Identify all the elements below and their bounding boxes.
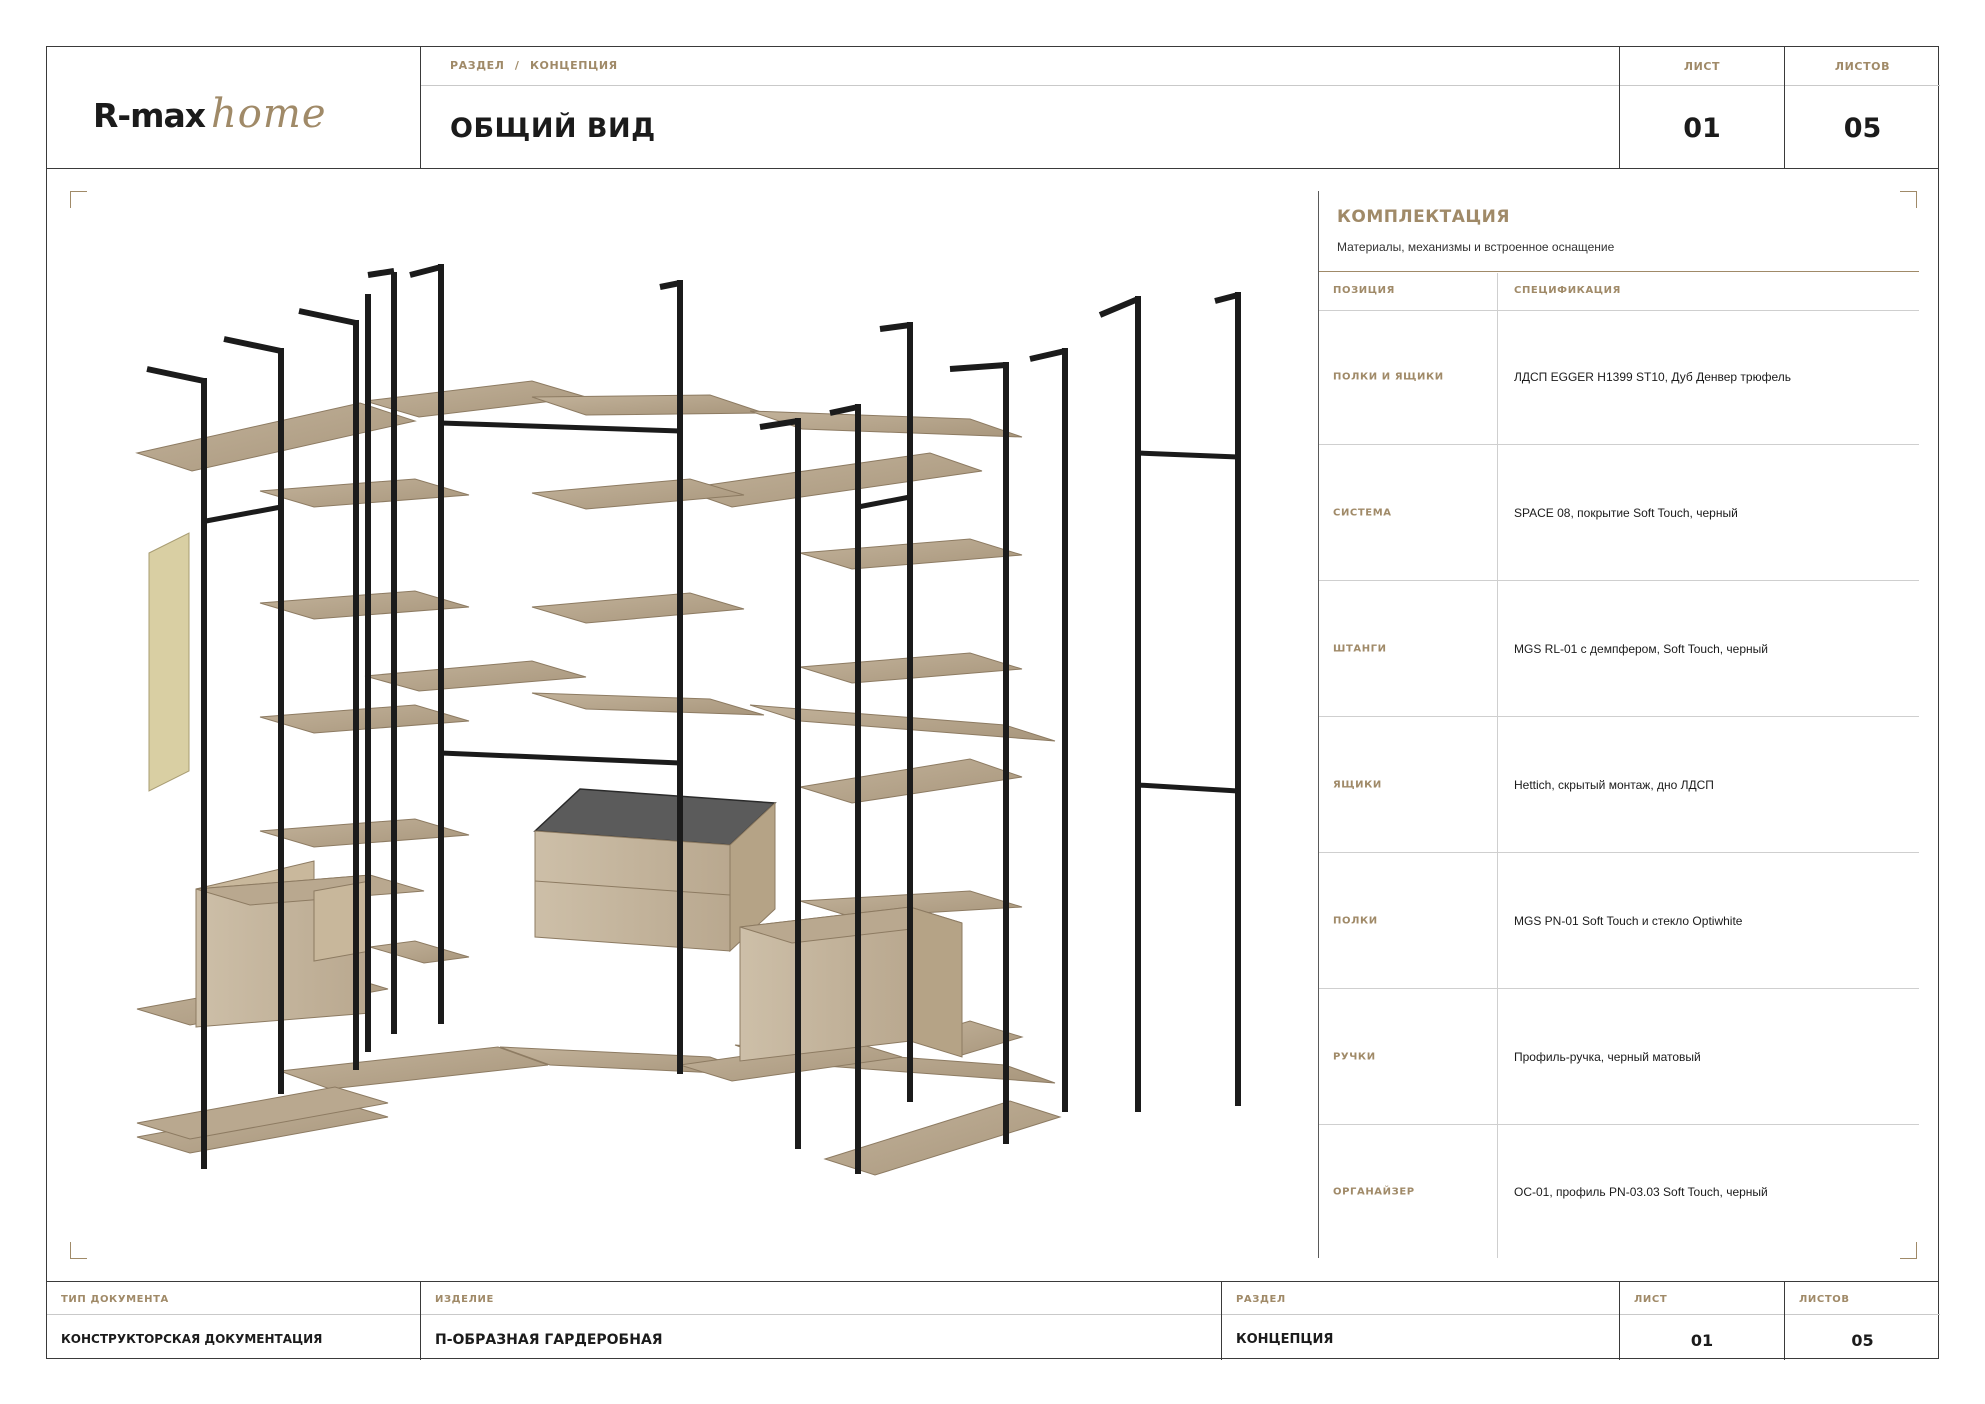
- metal-posts: [201, 264, 1241, 1174]
- footer-product: ИЗДЕЛИЕ П-ОБРАЗНАЯ ГАРДЕРОБНАЯ: [420, 1282, 1221, 1360]
- footer-doc-type: ТИП ДОКУМЕНТА КОНСТРУКТОРСКАЯ ДОКУМЕНТАЦ…: [47, 1282, 420, 1360]
- spec-subtitle: Материалы, механизмы и встроенное оснаще…: [1337, 240, 1615, 254]
- sheets-cell: ЛИСТОВ 05: [1784, 47, 1940, 168]
- floor-shelves: [136, 1044, 1062, 1176]
- logo-script-text: home: [211, 91, 327, 137]
- spec-row-value: SPACE 08, покрытие Soft Touch, черный: [1514, 505, 1738, 520]
- footer-sheet-label: ЛИСТ: [1634, 1294, 1668, 1305]
- spec-row: ШТАНГИ MGS RL-01 с демпфером, Soft Touch…: [1319, 581, 1919, 717]
- top-shelves: [135, 380, 1023, 508]
- spec-row: ПОЛКИ MGS PN-01 Soft Touch и стекло Opti…: [1319, 853, 1919, 989]
- spec-row: ПОЛКИ И ЯЩИКИ ЛДСП EGGER H1399 ST10, Дуб…: [1319, 309, 1919, 445]
- spec-panel: КОМПЛЕКТАЦИЯ Материалы, механизмы и встр…: [1318, 191, 1919, 1258]
- footer-sheet-number: 01: [1690, 1331, 1714, 1350]
- sheet-cell: ЛИСТ 01: [1619, 47, 1784, 168]
- title-block-header: R-max home РАЗДЕЛ / КОНЦЕПЦИЯ ОБЩИЙ ВИД …: [47, 47, 1940, 169]
- breadcrumb-separator: /: [514, 59, 520, 72]
- section-value: КОНЦЕПЦИЯ: [1236, 1332, 1334, 1347]
- spec-col-position: ПОЗИЦИЯ: [1333, 285, 1395, 296]
- corner-mark-top-left: [70, 191, 87, 208]
- spec-row-value: Hettich, скрытый монтаж, дно ЛДСП: [1514, 777, 1714, 792]
- spec-row-value: ЛДСП EGGER H1399 ST10, Дуб Денвер трюфел…: [1514, 369, 1792, 384]
- spec-row: РУЧКИ Профиль-ручка, черный матовый: [1319, 989, 1919, 1125]
- breadcrumb-page: КОНЦЕПЦИЯ: [529, 59, 618, 72]
- spec-row-position: ОРГАНАЙЗЕР: [1333, 1186, 1415, 1197]
- centre-drawer-unit: [533, 788, 777, 953]
- footer-sheets-label: ЛИСТОВ: [1799, 1294, 1850, 1305]
- sheets-total: 05: [1843, 113, 1882, 144]
- spec-row-value: Профиль-ручка, черный матовый: [1514, 1049, 1701, 1064]
- product-value: П-ОБРАЗНАЯ ГАРДЕРОБНАЯ: [435, 1332, 663, 1348]
- doc-type-label: ТИП ДОКУМЕНТА: [61, 1294, 169, 1305]
- corner-mark-bottom-left: [70, 1242, 87, 1259]
- logo-main-text: R-max: [93, 96, 206, 135]
- footer-sheets-total: 05: [1851, 1331, 1874, 1350]
- spec-row-position: ЯЩИКИ: [1333, 779, 1382, 790]
- footer-sheets: ЛИСТОВ 05: [1784, 1282, 1940, 1360]
- spec-row: ОРГАНАЙЗЕР OC-01, профиль PN-03.03 Soft …: [1319, 1125, 1919, 1258]
- corner-mark-bottom-right: [1900, 1242, 1917, 1259]
- top-brackets: [146, 264, 1239, 430]
- sheet-number: 01: [1683, 113, 1721, 144]
- drawing-frame: R-max home РАЗДЕЛ / КОНЦЕПЦИЯ ОБЩИЙ ВИД …: [46, 46, 1940, 1360]
- spec-row-position: ШТАНГИ: [1333, 643, 1387, 654]
- page-title: ОБЩИЙ ВИД: [450, 113, 656, 144]
- sheets-label: ЛИСТОВ: [1834, 60, 1891, 73]
- title-cell: РАЗДЕЛ / КОНЦЕПЦИЯ ОБЩИЙ ВИД: [420, 47, 1619, 168]
- spec-row-value: MGS PN-01 Soft Touch и стекло Optiwhite: [1514, 913, 1743, 928]
- right-drawer-unit: [739, 906, 963, 1062]
- spec-title: КОМПЛЕКТАЦИЯ: [1337, 207, 1510, 227]
- footer-sheet: ЛИСТ 01: [1619, 1282, 1784, 1360]
- wardrobe-3d-drawing: [135, 264, 1241, 1176]
- corner-mark-top-right: [1900, 191, 1917, 208]
- breadcrumb: РАЗДЕЛ / КОНЦЕПЦИЯ: [450, 59, 618, 72]
- spec-row-position: ПОЛКИ: [1333, 915, 1378, 926]
- spec-row-position: ПОЛКИ И ЯЩИКИ: [1333, 371, 1444, 382]
- logo-cell: R-max home: [47, 47, 420, 168]
- spec-col-spec: СПЕЦИФИКАЦИЯ: [1514, 285, 1621, 296]
- breadcrumb-section: РАЗДЕЛ: [450, 59, 505, 72]
- footer-section: РАЗДЕЛ КОНЦЕПЦИЯ: [1221, 1282, 1619, 1360]
- sheet-label: ЛИСТ: [1683, 60, 1721, 73]
- brand-logo: R-max home: [93, 91, 327, 137]
- spec-row: СИСТЕМА SPACE 08, покрытие Soft Touch, ч…: [1319, 445, 1919, 581]
- title-block-footer: ТИП ДОКУМЕНТА КОНСТРУКТОРСКАЯ ДОКУМЕНТАЦ…: [47, 1281, 1940, 1360]
- centre-tower-shelves: [531, 478, 765, 716]
- doc-type-value: КОНСТРУКТОРСКАЯ ДОКУМЕНТАЦИЯ: [61, 1332, 323, 1346]
- spec-row-value: OC-01, профиль PN-03.03 Soft Touch, черн…: [1514, 1184, 1768, 1199]
- product-label: ИЗДЕЛИЕ: [435, 1294, 494, 1305]
- spec-row-value: MGS RL-01 с демпфером, Soft Touch, черны…: [1514, 641, 1768, 656]
- section-label: РАЗДЕЛ: [1236, 1294, 1286, 1305]
- spec-table-header: ПОЗИЦИЯ СПЕЦИФИКАЦИЯ: [1319, 271, 1919, 311]
- decor-panel: [148, 532, 190, 792]
- spec-row-position: СИСТЕМА: [1333, 507, 1392, 518]
- hanging-rails: [205, 420, 1239, 794]
- spec-row: ЯЩИКИ Hettich, скрытый монтаж, дно ЛДСП: [1319, 717, 1919, 853]
- spec-row-position: РУЧКИ: [1333, 1051, 1376, 1062]
